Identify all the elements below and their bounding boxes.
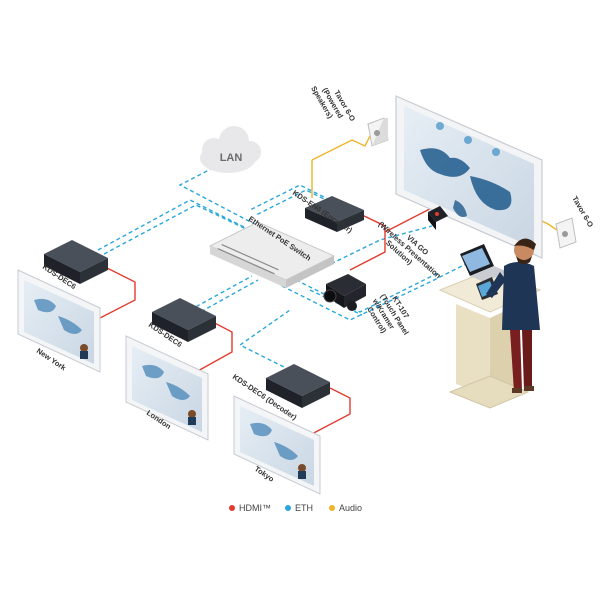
eth-line-tokyo [238, 309, 291, 371]
legend-label-1: ETH [295, 503, 313, 513]
screen-tokyo [233, 395, 321, 495]
screen-london [125, 335, 209, 441]
legend-dot-2 [329, 505, 335, 511]
svg-text:VIA GO (Wireless Present: VIA GO (Wireless Presentation Solution) [371, 213, 451, 289]
switch-device [208, 221, 336, 288]
hdmi-line-tokyo [307, 387, 351, 437]
speaker-icon [367, 117, 389, 147]
decoder-london-device [152, 298, 216, 342]
lan-label: LAN [220, 152, 243, 164]
audio-line-left-speaker [311, 131, 373, 161]
person-icon [486, 238, 540, 393]
eth-line-london [194, 279, 259, 316]
via-label-2: (Wireless Presentation [377, 219, 443, 280]
hdmi-line-camera [349, 213, 386, 271]
eth-line-panel-2 [295, 271, 441, 313]
decoder-tokyo-device [266, 364, 330, 408]
eth-line-encoder [249, 184, 331, 211]
eth-line-panel [281, 261, 471, 321]
main-display [395, 95, 543, 259]
tavor-right-label: Tavor 6-O [570, 195, 595, 229]
eth-line-lan [178, 157, 263, 229]
eth-line-encoder-2 [255, 189, 337, 216]
via-go-device [428, 206, 448, 230]
eth-line-london-2 [189, 275, 253, 311]
legend: HDMI™ ETH Audio [229, 503, 362, 513]
speaker-icon-right [555, 217, 577, 249]
screen-ny [17, 269, 101, 373]
legend-dot-0 [229, 505, 235, 511]
decoder-ny-device [44, 240, 108, 284]
legend-label-0: HDMI™ [239, 503, 271, 513]
legend-label-2: Audio [339, 503, 362, 513]
legend-dot-1 [285, 505, 291, 511]
cloud-icon: LAN [200, 126, 261, 173]
svg-text:Tavor 6-O (Powered: Tavor 6-O (Powered Speakers) [309, 76, 358, 134]
hdmi-line-london [195, 317, 233, 373]
encoder-device [305, 196, 364, 232]
hdmi-line-ny [94, 261, 136, 319]
camera-icon [323, 274, 366, 311]
